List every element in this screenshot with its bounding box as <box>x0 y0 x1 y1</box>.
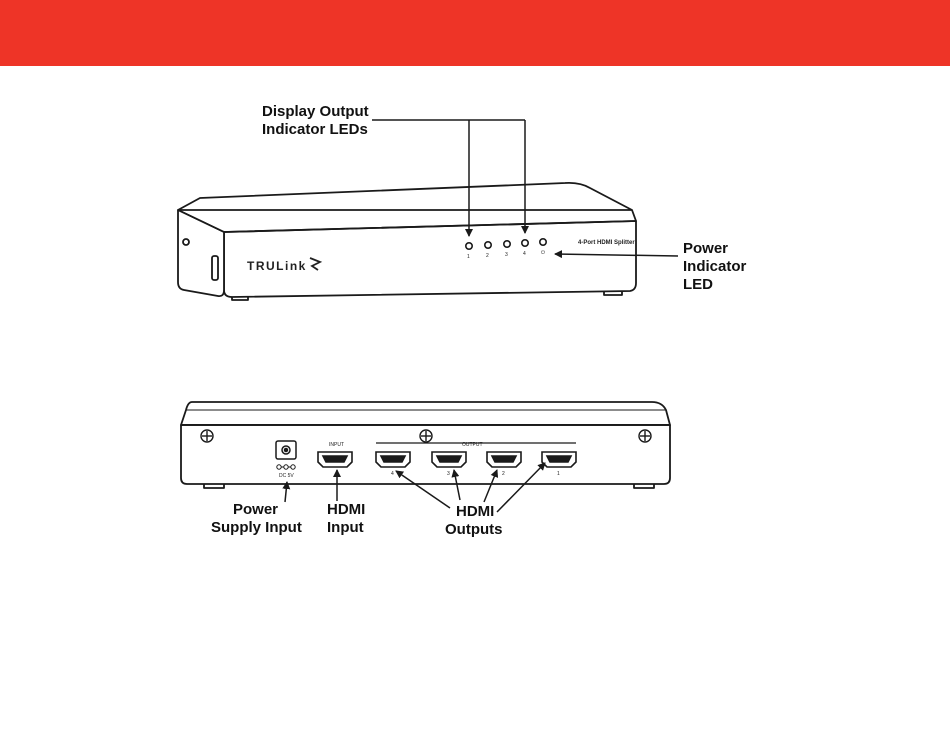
power-supply-label-line1: Power <box>233 501 278 518</box>
dc-label: DC 5V <box>279 473 294 479</box>
led-label-power: ⏻ <box>541 250 545 256</box>
input-label: INPUT <box>329 442 344 448</box>
model-label: 4-Port HDMI Splitter <box>578 240 635 246</box>
display-leds-label-line2: Indicator LEDs <box>262 121 368 138</box>
output-label: OUTPUT <box>462 442 483 448</box>
hdmi-outputs-label-line2: Outputs <box>445 521 503 538</box>
power-supply-label-line2: Supply Input <box>211 519 302 536</box>
hdmi-outputs-label-line1: HDMI <box>456 503 494 520</box>
port-number-3: 3 <box>447 471 450 477</box>
led-label-2: 2 <box>486 253 489 259</box>
display-leds-label-line1: Display Output <box>262 103 369 120</box>
hdmi-input-port <box>318 452 352 467</box>
dc-power-jack <box>276 441 296 469</box>
led-label-1: 1 <box>467 254 470 260</box>
display-leds-callout: Display Output Indicator LEDs <box>262 103 525 236</box>
led-output-3 <box>504 241 510 247</box>
rear-view-device <box>181 402 670 488</box>
screw-left-icon <box>201 430 213 442</box>
led-output-4 <box>522 240 528 246</box>
led-output-1 <box>466 243 472 249</box>
led-output-2 <box>485 242 491 248</box>
port-number-2: 2 <box>502 471 505 477</box>
front-view-device <box>178 183 636 300</box>
port-number-4: 4 <box>391 471 394 477</box>
hdmi-output-port-1 <box>542 452 576 467</box>
hdmi-output-port-4 <box>376 452 410 467</box>
power-led-label-line1: Power <box>683 240 728 257</box>
hdmi-input-label-line2: Input <box>327 519 364 536</box>
hdmi-output-port-3 <box>432 452 466 467</box>
port-number-1: 1 <box>557 471 560 477</box>
screw-center-icon <box>420 430 432 442</box>
led-label-4: 4 <box>523 251 526 257</box>
hdmi-input-label-line1: HDMI <box>327 501 365 518</box>
power-led-label-line3: LED <box>683 276 713 293</box>
power-supply-callout: Power Supply Input <box>211 482 302 536</box>
hdmi-output-port-2 <box>487 452 521 467</box>
brand-name: TRULink <box>247 259 307 273</box>
led-power <box>540 239 546 245</box>
screw-right-icon <box>639 430 651 442</box>
power-led-label-line2: Indicator <box>683 258 747 275</box>
led-label-3: 3 <box>505 252 508 258</box>
